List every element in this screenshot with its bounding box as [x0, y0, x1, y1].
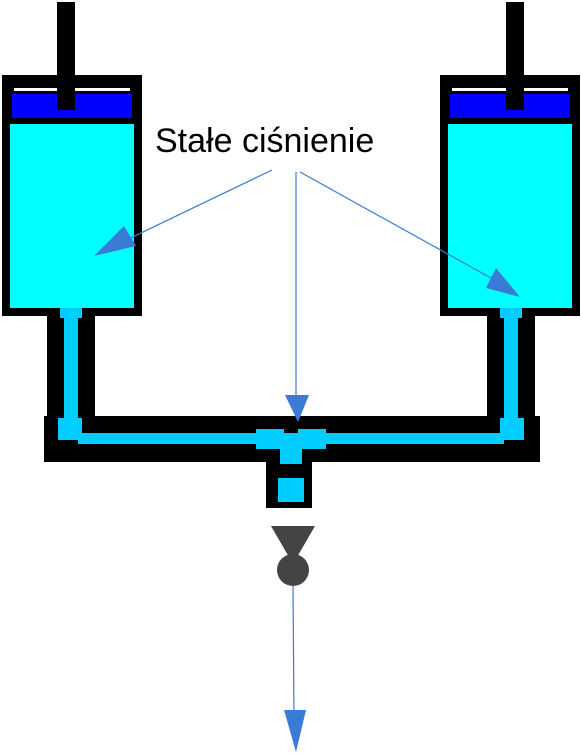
- arrow-out-head: [284, 710, 306, 752]
- outlet-nozzle: [278, 478, 304, 502]
- arrow-right-head: [486, 268, 520, 297]
- right-vertical-fluid: [504, 316, 518, 426]
- arrow-right-line: [299, 171, 501, 284]
- left-fluid-chamber: [10, 124, 134, 308]
- arrow-down-head: [285, 395, 309, 422]
- annotation-arrows: [94, 169, 520, 752]
- pipe-fluid: [58, 308, 524, 502]
- arrow-out-line: [292, 585, 295, 721]
- left-coupling-top: [60, 308, 82, 318]
- right-coupling-top: [500, 308, 522, 318]
- outlet-fluid: [280, 456, 302, 464]
- left-piston-rod-front: [57, 88, 75, 110]
- right-fluid-chamber: [448, 124, 572, 308]
- valve: [271, 526, 315, 586]
- right-cylinder: [440, 2, 580, 316]
- arrow-left-head: [94, 226, 136, 256]
- left-elbow: [58, 418, 82, 440]
- valve-ball: [277, 554, 309, 586]
- tee-center: [280, 436, 302, 460]
- arrow-left-line: [117, 169, 273, 245]
- valve-funnel: [271, 526, 315, 564]
- tee-left: [256, 429, 284, 449]
- left-cylinder: [2, 2, 142, 316]
- left-vertical-fluid: [64, 316, 78, 426]
- right-piston-rod-front: [506, 88, 524, 110]
- right-elbow: [500, 418, 524, 440]
- tee-right: [298, 429, 326, 449]
- constant-pressure-label: Stałe ciśnienie: [155, 122, 374, 160]
